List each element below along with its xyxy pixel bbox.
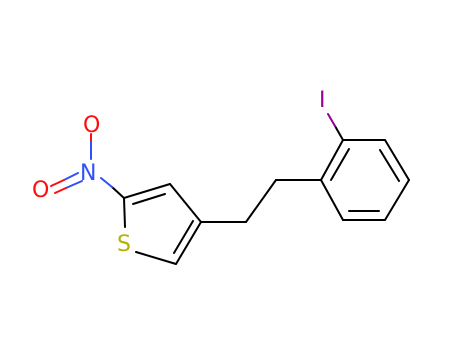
bond-c5-c4 [175,221,202,265]
sulfur-label: S [117,232,131,257]
bond-c2-n-carbon-half [111,186,125,199]
oxygen-top-label: O [83,113,100,138]
bond-c3-c2-double [132,193,166,205]
bond-c2-c3-double [379,149,400,182]
nitrogen-label: N [80,161,96,186]
iodine-label: I [319,88,326,113]
benzene-ring [320,139,410,221]
ethylene-linker [200,179,322,223]
bond-c5-c6 [320,179,344,221]
bond-n-o-left [63,172,79,181]
bond-c2-s [123,197,126,228]
carbon-iodine-bond [327,113,344,141]
oxygen-left-label: O [32,178,49,203]
bond-c6-c1 [320,139,344,181]
bond-c1-i-iodine-half [327,113,336,127]
bond-n-o-left-double-oxygen-half [54,187,67,194]
bond-c5-c4-double [173,220,194,254]
bond-s-c5 [135,251,177,265]
bond-c4-c3 [169,183,202,223]
bond-c2-n-nitrogen-half [100,177,113,188]
nitro-group [50,133,125,199]
bond-c3-c4 [384,179,410,221]
bond-n-o-left-double [65,180,83,189]
bond-c3-c2 [123,183,171,199]
bond-c1-i-carbon-half [334,125,344,141]
bond-ch2-ch2 [245,179,277,223]
bond-c2-c3 [384,139,410,181]
bond-c6-c1-double [330,148,350,181]
bond-n-o-left-oxygen-half [50,179,65,187]
thiophene-ring [123,183,202,265]
